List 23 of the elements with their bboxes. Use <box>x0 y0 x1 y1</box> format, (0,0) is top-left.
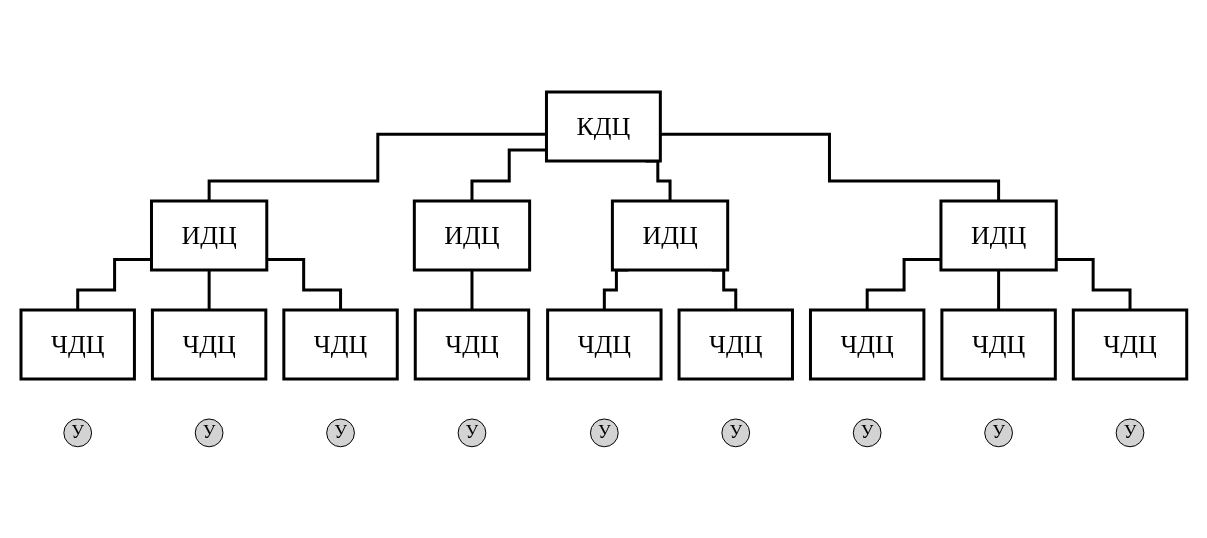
node-circle: У <box>194 418 224 447</box>
node-box: ЧДЦ <box>413 308 530 381</box>
node-circle: У <box>983 418 1013 447</box>
node-box: ЧДЦ <box>940 308 1057 381</box>
node-circle: У <box>721 418 750 447</box>
node-box: ЧДЦ <box>1071 308 1188 381</box>
node-box: ИДЦ <box>610 199 729 272</box>
node-box: ЧДЦ <box>150 308 267 381</box>
node-box: КДЦ <box>544 90 662 163</box>
node-box: ЧДЦ <box>545 308 663 381</box>
node-box: ЧДЦ <box>677 308 794 381</box>
node-circle: У <box>325 418 355 447</box>
node-box: ЧДЦ <box>808 308 925 381</box>
node-box: ЧДЦ <box>19 308 136 381</box>
node-circle: У <box>457 418 486 447</box>
node-circle: У <box>852 418 882 447</box>
node-circle: У <box>589 418 619 447</box>
node-box: ИДЦ <box>412 199 531 272</box>
node-circle: У <box>62 418 92 447</box>
node-box: ИДЦ <box>149 199 268 272</box>
node-box: ЧДЦ <box>281 308 399 381</box>
node-box: ИДЦ <box>939 199 1058 272</box>
node-circle: У <box>1115 418 1144 447</box>
